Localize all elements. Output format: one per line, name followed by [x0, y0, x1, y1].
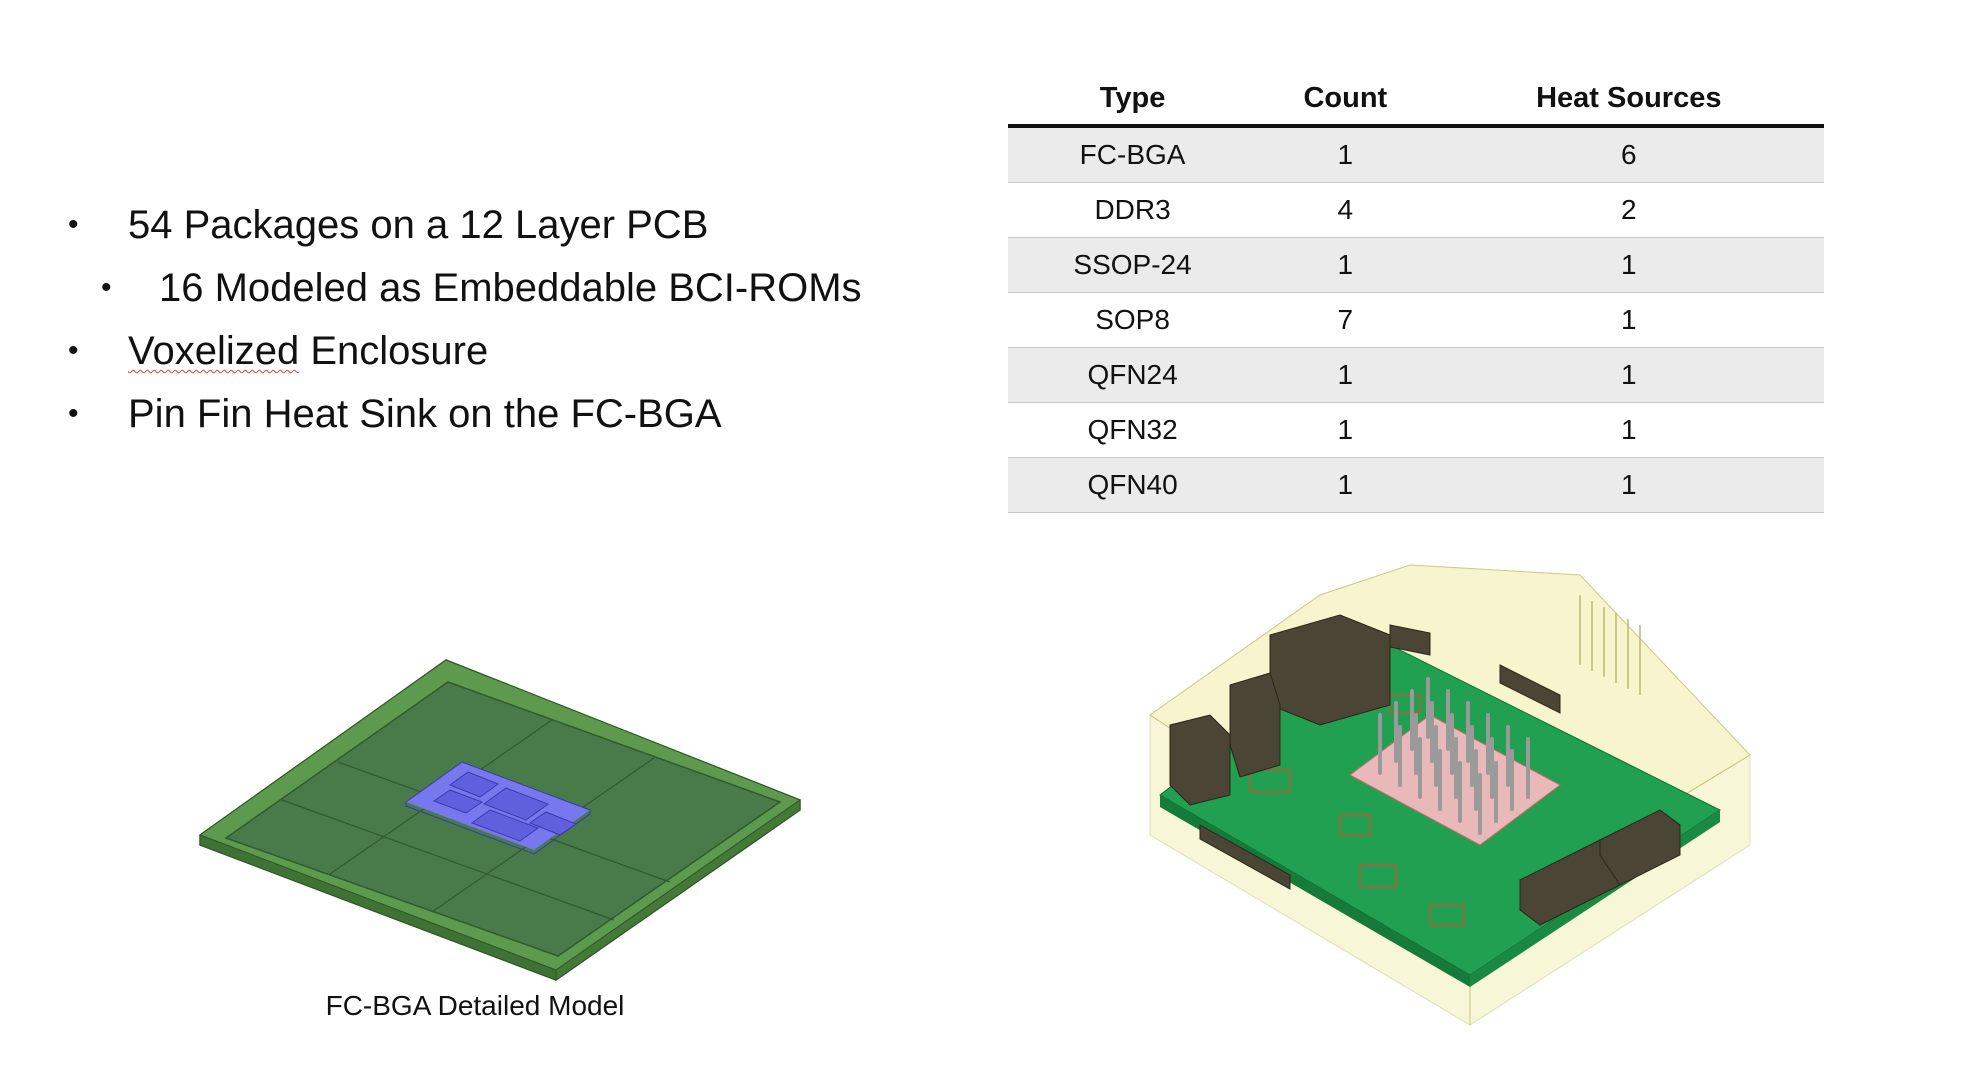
cell-type: FC-BGA: [1008, 126, 1258, 183]
board-enclosure-model-image: [1149, 564, 1751, 1025]
cell-heat-sources: 2: [1433, 182, 1824, 238]
die-chiplet: [470, 809, 540, 842]
enclosure-vents: [1579, 595, 1641, 695]
bullet-dot: •: [68, 397, 79, 430]
cell-count: 1: [1257, 402, 1434, 458]
cell-heat-sources: 1: [1433, 347, 1824, 403]
table-row: SOP8 7 1: [1008, 292, 1824, 348]
cell-type: QFN32: [1008, 402, 1258, 458]
pcb-components: [1169, 614, 1681, 926]
cell-type: SOP8: [1008, 292, 1258, 348]
pcb-side-left: [1160, 795, 1470, 987]
cell-heat-sources: 6: [1433, 126, 1824, 183]
grid-line: [281, 799, 615, 921]
table-row: DDR3 4 2: [1008, 182, 1824, 238]
table-row: SSOP-24 1 1: [1008, 237, 1824, 293]
table-row: QFN40 1 1: [1008, 457, 1824, 513]
bullet-list: • 54 Packages on a 12 Layer PCB • 16 Mod…: [68, 205, 968, 457]
cell-heat-sources: 1: [1433, 457, 1824, 513]
cell-count: 1: [1257, 347, 1434, 403]
cell-heat-sources: 1: [1433, 402, 1824, 458]
bullet-dot: •: [101, 271, 112, 304]
die-chiplet: [448, 771, 500, 798]
sub-bullet-item: • 16 Modeled as Embeddable BCI-ROMs: [68, 268, 968, 308]
col-header-count: Count: [1257, 72, 1434, 128]
cell-count: 1: [1257, 237, 1434, 293]
table-row: FC-BGA 1 6: [1008, 126, 1824, 183]
table-row: QFN32 1 1: [1008, 402, 1824, 458]
bullet-text-rest: Enclosure: [299, 329, 489, 373]
bullet-item: • Pin Fin Heat Sink on the FC-BGA: [68, 394, 968, 434]
cell-count: 4: [1257, 182, 1434, 238]
table-header-row: Type Count Heat Sources: [1008, 72, 1824, 128]
cell-heat-sources: 1: [1433, 292, 1824, 348]
die-outline: [405, 761, 591, 855]
cell-count: 1: [1257, 126, 1434, 183]
bullet-text: Voxelized Enclosure: [128, 331, 488, 371]
cell-type: QFN24: [1008, 347, 1258, 403]
bullet-item: • Voxelized Enclosure: [68, 331, 968, 371]
table-row: QFN24 1 1: [1008, 347, 1824, 403]
cell-count: 1: [1257, 457, 1434, 513]
substrate-side-left: [199, 834, 557, 981]
cell-type: DDR3: [1008, 182, 1258, 238]
package-table: Type Count Heat Sources FC-BGA 1 6 DDR3 …: [1008, 72, 1824, 513]
die-chiplet: [482, 787, 550, 821]
bullet-item: • 54 Packages on a 12 Layer PCB: [68, 205, 968, 245]
bullet-text: Pin Fin Heat Sink on the FC-BGA: [128, 392, 722, 436]
fc-bga-model-image: [198, 659, 802, 981]
bullet-dot: •: [68, 334, 79, 367]
cell-type: QFN40: [1008, 457, 1258, 513]
cell-heat-sources: 1: [1433, 237, 1824, 293]
die-chiplet: [432, 789, 484, 814]
heatsink-pin-fins: [1378, 677, 1530, 835]
cell-type: SSOP-24: [1008, 237, 1258, 293]
bullet-dot: •: [68, 208, 79, 241]
bullet-text: 54 Packages on a 12 Layer PCB: [128, 203, 709, 247]
die-chiplet: [528, 811, 578, 836]
col-header-type: Type: [1008, 72, 1258, 128]
pcb-traces: [1249, 694, 1465, 926]
figure-caption: FC-BGA Detailed Model: [325, 990, 625, 1021]
col-header-heat-sources: Heat Sources: [1433, 72, 1824, 128]
misspelled-word: Voxelized: [128, 329, 300, 373]
bullet-text: 16 Modeled as Embeddable BCI-ROMs: [159, 266, 862, 310]
cell-count: 7: [1257, 292, 1434, 348]
